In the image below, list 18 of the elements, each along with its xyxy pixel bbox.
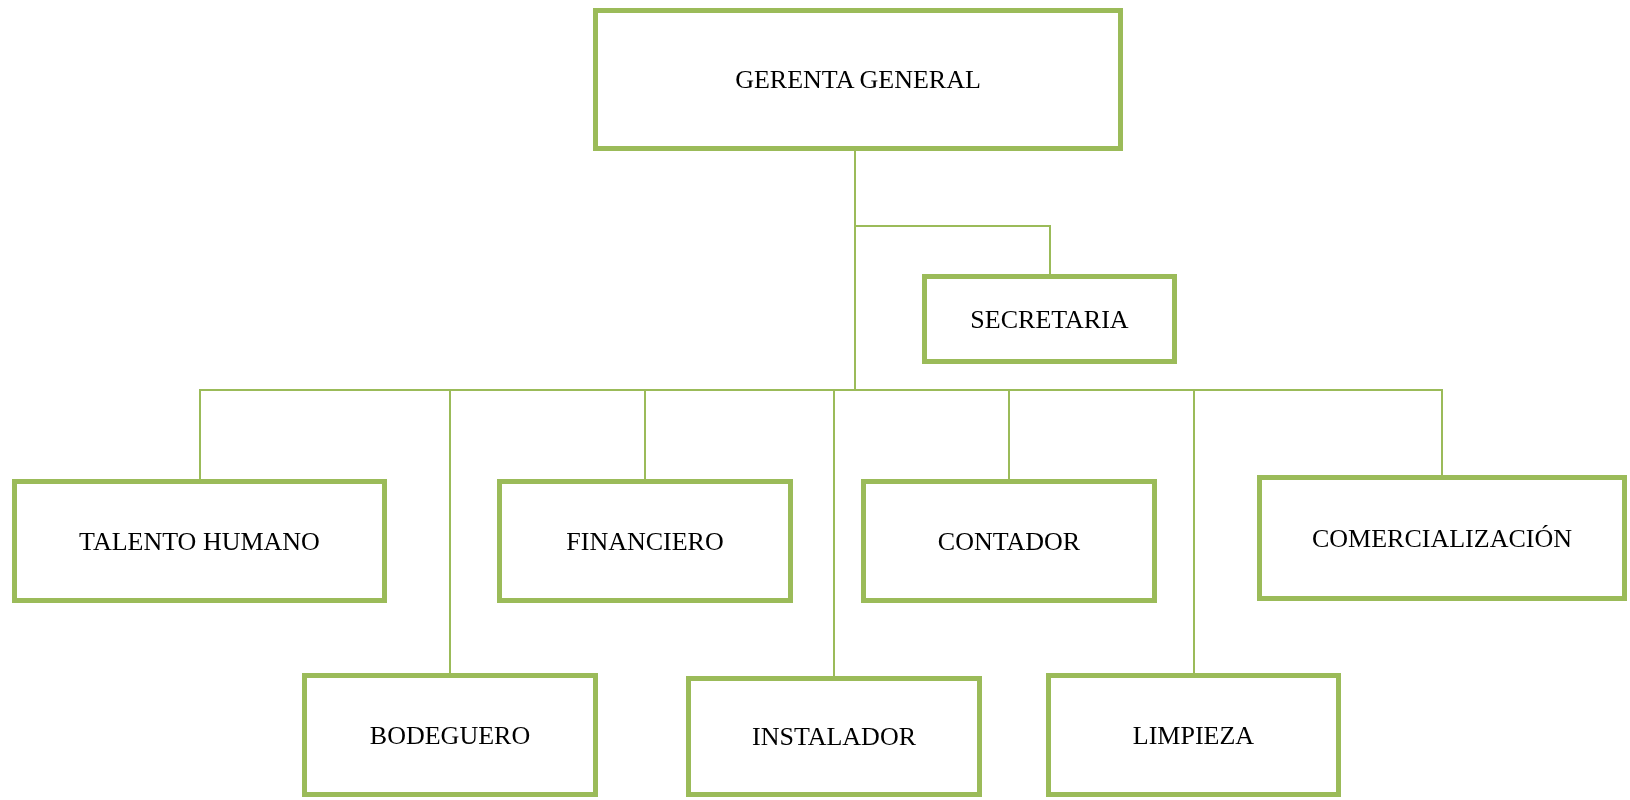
org-box [12, 479, 387, 603]
org-box [593, 8, 1123, 151]
org-box [922, 274, 1177, 364]
box-label: COMERCIALIZACIÓN [1312, 522, 1572, 555]
org-box [1257, 475, 1627, 601]
box-label: BODEGUERO [369, 719, 531, 752]
org-box [1046, 673, 1341, 797]
box-label: SECRETARIA [970, 303, 1129, 336]
org-box [302, 673, 598, 797]
box-label: GERENTA GENERAL [735, 64, 981, 96]
box-label: LIMPIEZA [1132, 719, 1255, 752]
box-label: FINANCIERO [566, 525, 724, 558]
org-box [686, 676, 982, 797]
box-label: INSTALADOR [752, 721, 916, 753]
org-box [861, 479, 1157, 603]
box-label: TALENTO HUMANO [79, 525, 320, 558]
org-box [497, 479, 793, 603]
box-label: CONTADOR [937, 525, 1081, 558]
